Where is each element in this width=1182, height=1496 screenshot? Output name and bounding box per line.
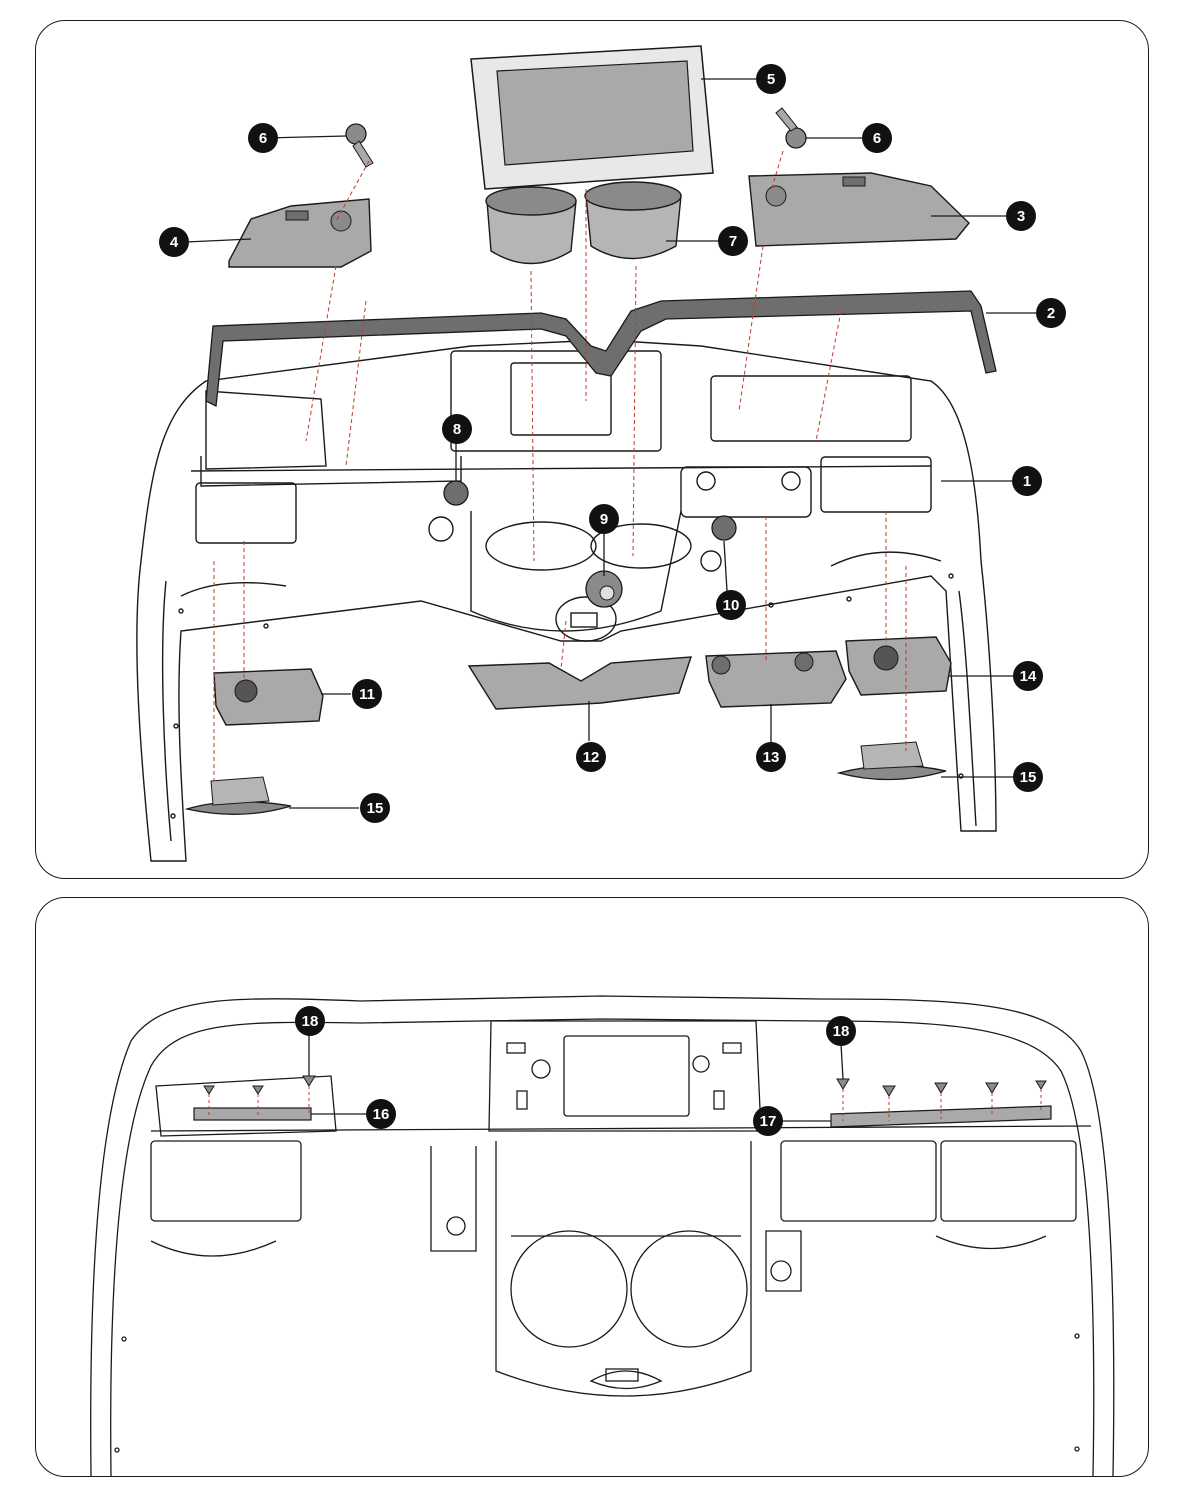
callout-15-left: 15 bbox=[360, 793, 390, 823]
callout-12: 12 bbox=[576, 742, 606, 772]
underside-view-panel: 18 18 16 17 bbox=[35, 897, 1149, 1477]
part-14-bin bbox=[845, 636, 952, 696]
part-9-key-switch bbox=[585, 570, 623, 608]
svg-text:1: 1 bbox=[1023, 473, 1031, 490]
callout-3: 3 bbox=[1006, 201, 1036, 231]
exploded-view-panel: 1 2 3 4 5 6 6 7 8 9 10 11 12 13 14 15 15 bbox=[35, 20, 1149, 879]
callout-8: 8 bbox=[442, 414, 472, 444]
svg-text:8: 8 bbox=[453, 421, 461, 438]
part-2-top-trim bbox=[205, 290, 997, 407]
alignment-lines bbox=[213, 150, 907, 781]
callout-18-left: 18 bbox=[295, 1006, 325, 1036]
svg-text:10: 10 bbox=[723, 597, 740, 614]
part-18-screws bbox=[203, 1075, 1047, 1097]
svg-text:6: 6 bbox=[259, 130, 267, 147]
leader-lines-bottom bbox=[308, 1034, 844, 1122]
callout-5: 5 bbox=[756, 64, 786, 94]
svg-text:13: 13 bbox=[763, 749, 780, 766]
screw-alignment-lines bbox=[208, 1086, 1042, 1121]
part-12-center-tray bbox=[467, 656, 692, 710]
callouts-bottom: 18 18 16 17 bbox=[295, 1006, 856, 1136]
dashboard-underside bbox=[90, 995, 1115, 1476]
part-11-bin bbox=[213, 668, 324, 726]
callout-18-right: 18 bbox=[826, 1016, 856, 1046]
part-7-cup-holders bbox=[485, 181, 682, 265]
svg-text:15: 15 bbox=[367, 800, 384, 817]
part-15-speaker-left bbox=[184, 776, 292, 815]
svg-text:4: 4 bbox=[170, 234, 179, 251]
svg-text:9: 9 bbox=[600, 511, 608, 528]
svg-text:18: 18 bbox=[833, 1023, 850, 1040]
svg-text:6: 6 bbox=[873, 130, 881, 147]
part-16-hinge bbox=[193, 1107, 312, 1121]
callout-2: 2 bbox=[1036, 298, 1066, 328]
svg-text:7: 7 bbox=[729, 233, 737, 250]
svg-text:17: 17 bbox=[760, 1113, 777, 1130]
callout-15-right: 15 bbox=[1013, 762, 1043, 792]
dashboard-body bbox=[136, 340, 997, 862]
callout-11: 11 bbox=[352, 679, 382, 709]
callout-1: 1 bbox=[1012, 466, 1042, 496]
part-13-switch-tray bbox=[705, 650, 847, 708]
part-4-left-cover bbox=[228, 198, 372, 268]
part-10-switch bbox=[711, 515, 737, 541]
exploded-view-drawing: 1 2 3 4 5 6 6 7 8 9 10 11 12 13 14 15 15 bbox=[136, 45, 1066, 862]
callout-10: 10 bbox=[716, 590, 746, 620]
underside-view-drawing: 18 18 16 17 bbox=[90, 995, 1115, 1476]
svg-text:11: 11 bbox=[359, 686, 375, 703]
svg-text:2: 2 bbox=[1047, 305, 1055, 322]
part-5-display bbox=[470, 45, 714, 190]
part-8-switch bbox=[443, 480, 469, 506]
callouts-top: 1 2 3 4 5 6 6 7 8 9 10 11 12 13 14 15 15 bbox=[159, 64, 1066, 823]
svg-text:16: 16 bbox=[373, 1106, 390, 1123]
callout-4: 4 bbox=[159, 227, 189, 257]
callout-16: 16 bbox=[366, 1099, 396, 1129]
callout-9: 9 bbox=[589, 504, 619, 534]
part-6-lock-left bbox=[345, 123, 374, 168]
svg-text:12: 12 bbox=[583, 749, 600, 766]
part-6-lock-right bbox=[775, 107, 807, 149]
svg-text:18: 18 bbox=[302, 1013, 319, 1030]
callout-6-left: 6 bbox=[248, 123, 278, 153]
part-3-right-cover bbox=[748, 172, 970, 247]
callout-7: 7 bbox=[718, 226, 748, 256]
callout-17: 17 bbox=[753, 1106, 783, 1136]
part-15-speaker-right bbox=[836, 741, 947, 781]
part-17-hinge bbox=[830, 1105, 1052, 1128]
svg-text:5: 5 bbox=[767, 71, 775, 88]
callout-14: 14 bbox=[1013, 661, 1043, 691]
svg-text:3: 3 bbox=[1017, 208, 1025, 225]
callout-13: 13 bbox=[756, 742, 786, 772]
svg-text:15: 15 bbox=[1020, 769, 1037, 786]
svg-text:14: 14 bbox=[1020, 668, 1037, 685]
callout-6-right: 6 bbox=[862, 123, 892, 153]
